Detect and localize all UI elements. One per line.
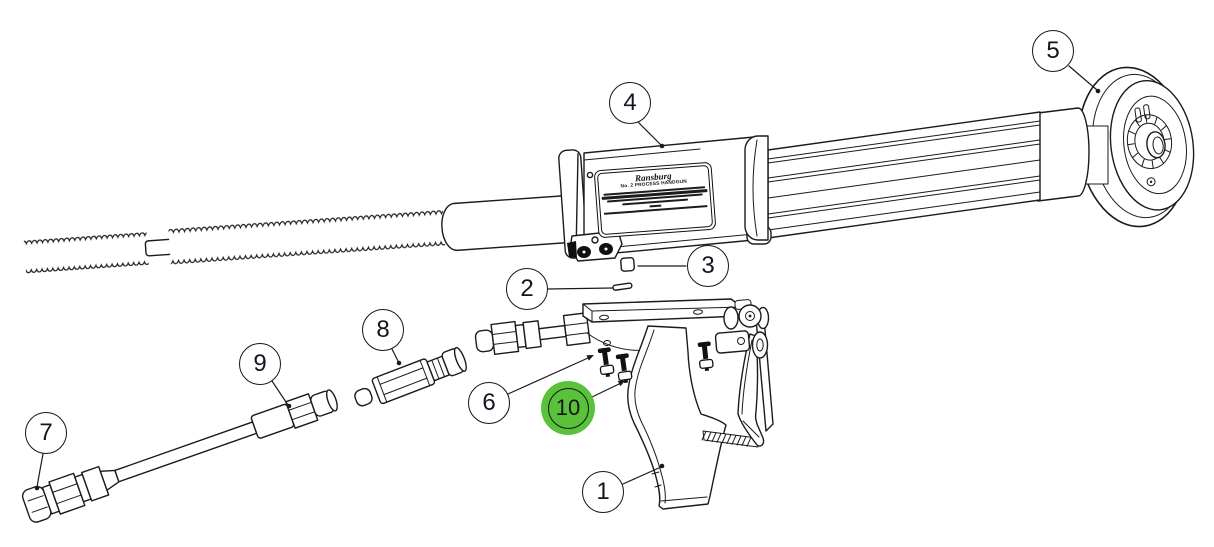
inlet-fitting — [474, 312, 591, 356]
callout-9[interactable]: 9 — [239, 343, 281, 385]
leader-4 — [636, 120, 665, 149]
leader-9 — [271, 380, 292, 409]
leader-10 — [591, 380, 625, 398]
barrel-rear-collar — [744, 135, 772, 245]
barrel-front-collar — [1037, 107, 1109, 202]
leader-8 — [391, 348, 402, 366]
coiled-cable-spring — [23, 194, 577, 274]
grip-heel-serrations — [701, 430, 759, 448]
leader-1 — [622, 463, 665, 485]
leader-lines — [34, 65, 1101, 491]
needle-pin-part — [612, 282, 633, 291]
callout-10[interactable]: 10 — [547, 387, 589, 429]
bell-cup — [1077, 66, 1195, 228]
set-screw-middle — [614, 352, 634, 385]
leader-7 — [34, 453, 44, 491]
handle-frame-bar — [582, 298, 743, 323]
set-screw-right — [696, 340, 715, 373]
handle-assembly — [474, 298, 774, 510]
callout-10-highlight[interactable]: 10 — [541, 381, 595, 435]
callout-3[interactable]: 3 — [687, 245, 729, 287]
callout-7[interactable]: 7 — [25, 412, 67, 454]
label-fineprint-bar — [649, 204, 662, 208]
leader-2 — [547, 287, 613, 290]
callout-2[interactable]: 2 — [506, 268, 548, 310]
spec-label-content: Ransburg No. 2 PROCESS HANDGUN — [596, 164, 714, 236]
rear-cylinder — [441, 194, 577, 252]
pistol-grip — [627, 325, 727, 510]
callout-1[interactable]: 1 — [582, 471, 624, 513]
spec-label-plate: Ransburg No. 2 PROCESS HANDGUN — [593, 161, 717, 239]
hose-assembly — [21, 389, 338, 523]
barrel — [744, 111, 1041, 245]
leader-6 — [507, 355, 594, 395]
callout-5[interactable]: 5 — [1032, 30, 1074, 72]
callout-4[interactable]: 4 — [609, 82, 651, 124]
trigger-pivot — [714, 299, 770, 359]
callout-6[interactable]: 6 — [468, 382, 510, 424]
leader-5 — [1068, 65, 1101, 94]
packing-nut-part — [620, 257, 635, 272]
hose-connector — [354, 346, 467, 407]
callout-8[interactable]: 8 — [362, 309, 404, 351]
set-screw-left — [596, 346, 616, 379]
